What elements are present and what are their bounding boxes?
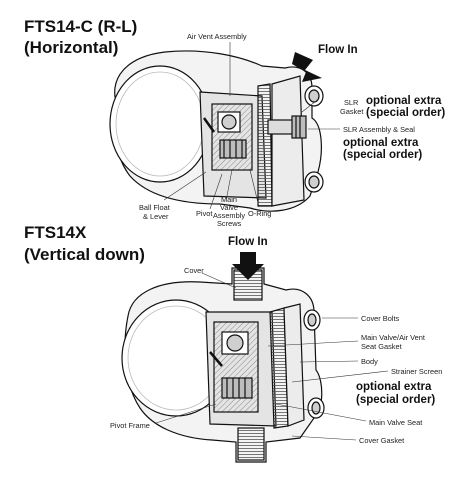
label-cover-bolts: Cover Bolts [361,314,400,323]
bottom-title-line1: FTS14X [24,223,87,242]
top-optional-1-line1: optional extra [366,95,442,107]
bottom-flow-in-label: Flow In [228,236,268,248]
top-optional-1-line2: (special order) [366,107,446,119]
top-flow-arrow [292,52,322,82]
label-slr-line1: SLR [344,98,359,107]
label-body: Body [361,357,378,366]
label-cover-gasket: Cover Gasket [359,436,405,445]
top-ball-float [109,65,211,183]
bottom-flow-arrow [232,252,264,280]
label-strainer-screen: Strainer Screen [391,367,443,376]
top-trap-drawing [109,50,324,212]
label-mva-line4: Screws [217,219,242,228]
bottom-optional-line2: (special order) [356,394,436,406]
label-cover: Cover [184,266,204,275]
label-pivot-frame: Pivot Frame [110,421,150,430]
top-title-line2: (Horizontal) [24,38,119,57]
bottom-leaders [155,272,389,441]
bottom-optional-line1: optional extra [356,381,432,393]
label-mva-line3: Assembly [213,211,246,220]
top-optional-2-line1: optional extra [343,137,419,149]
label-main-valve-line1: Main Valve/Air Vent [361,333,425,342]
top-leaders [163,42,340,210]
top-optional-2-line2: (special order) [343,149,423,161]
label-mva-line2: Valve [220,203,238,212]
top-flow-in-label: Flow In [318,44,358,56]
top-title-line1: FTS14-C (R-L) [24,17,138,36]
label-main-valve-seat: Main Valve Seat [369,418,423,427]
label-pivot: Pivot [196,209,213,218]
label-ball-float-line1: Ball Float [139,203,170,212]
label-slr-line2: Gasket [340,107,364,116]
label-air-vent-assembly: Air Vent Assembly [187,32,247,41]
label-mva-line1: Main [221,195,238,204]
label-o-ring: O-Ring [248,209,272,218]
bottom-trap-drawing [121,267,325,463]
label-main-valve-line2: Seat Gasket [361,342,402,351]
bottom-title-line2: (Vertical down) [24,245,145,264]
label-slr-assembly-seal: SLR Assembly & Seal [343,125,415,134]
label-ball-float-line2: & Lever [143,212,169,221]
